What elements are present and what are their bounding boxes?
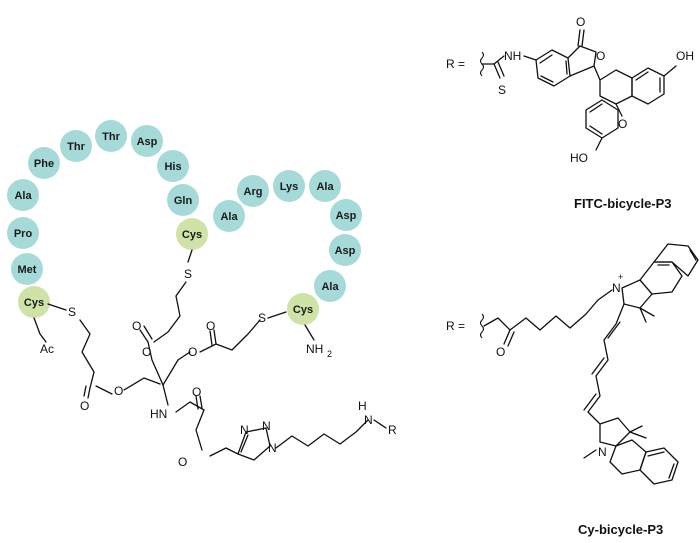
hydroxyl-label: OH <box>676 49 694 63</box>
residue-circle <box>176 218 208 250</box>
r-equals-label: R = <box>446 319 465 333</box>
residue-label: Asp <box>336 210 357 222</box>
residue-ala: Ala <box>7 179 39 211</box>
nitrogen-atom: N <box>268 441 277 455</box>
oxygen-atom: O <box>618 117 627 131</box>
residue-label: Pro <box>14 228 33 240</box>
acetyl-label: Ac <box>40 342 54 356</box>
oxygen-atom: O <box>114 384 123 398</box>
oxygen-atom: O <box>142 345 151 359</box>
residue-lys: Lys <box>273 170 305 202</box>
residue-circle <box>60 130 92 162</box>
r-equals-label: R = <box>446 57 465 71</box>
residue-circle <box>167 184 199 216</box>
fitc-caption: FITC-bicycle-P3 <box>574 196 672 211</box>
residue-label: Phe <box>34 158 54 170</box>
residue-label: Cys <box>24 297 44 309</box>
residue-cys-left: Cys <box>18 286 50 318</box>
residue-label: Thr <box>67 141 85 153</box>
residue-circle <box>314 270 346 302</box>
oxygen-atom: O <box>178 455 187 469</box>
nitrogen-atom: N <box>240 423 249 437</box>
nitrogen-atom: N <box>262 419 271 433</box>
sulfur-atom: S <box>184 267 192 281</box>
residue-asp: Asp <box>131 125 163 157</box>
nitrogen-atom: N <box>598 445 607 459</box>
residue-ala: Ala <box>309 170 341 202</box>
residue-label: Ala <box>220 211 238 223</box>
residue-thr: Thr <box>95 120 127 152</box>
oxygen-atom: O <box>192 385 201 399</box>
residue-label: Thr <box>102 131 120 143</box>
hydroxyl-label: HO <box>570 151 588 165</box>
residue-label: Asp <box>335 245 356 257</box>
residue-circle <box>309 170 341 202</box>
residue-label: Met <box>18 264 37 276</box>
residue-circle <box>95 120 127 152</box>
residue-circle <box>11 253 43 285</box>
residue-circle <box>7 217 39 249</box>
residue-phe: Phe <box>28 147 60 179</box>
residue-his: His <box>157 150 189 182</box>
scaffold-bonds <box>33 249 387 461</box>
oxygen-atom: O <box>206 319 215 333</box>
residue-ala: Ala <box>213 200 245 232</box>
residue-thr: Thr <box>60 130 92 162</box>
residue-label: Gln <box>174 195 193 207</box>
peptide-residues: Met Pro Ala Phe Thr Thr Asp His Gln Cys … <box>7 120 362 325</box>
hydrogen-atom: H <box>358 399 367 413</box>
residue-circle <box>28 147 60 179</box>
residue-circle <box>18 286 50 318</box>
residue-label: Lys <box>280 181 299 193</box>
positive-charge: + <box>618 272 623 282</box>
residue-circle <box>7 179 39 211</box>
residue-cys-right: Cys <box>287 293 319 325</box>
residue-gln: Gln <box>167 184 199 216</box>
oxygen-atom: O <box>188 345 197 359</box>
residue-circle <box>237 175 269 207</box>
sulfur-atom: S <box>68 305 76 319</box>
residue-pro: Pro <box>7 217 39 249</box>
residue-label: Ala <box>316 181 334 193</box>
residue-label: Cys <box>182 229 202 241</box>
residue-circle <box>157 150 189 182</box>
residue-asp: Asp <box>329 234 361 266</box>
residue-label: Asp <box>137 136 158 148</box>
hn-label: HN <box>150 407 167 421</box>
residue-circle <box>273 170 305 202</box>
fitc-structure: R = S NH O O OH O HO <box>446 15 694 211</box>
nh-label: NH <box>504 49 521 63</box>
residue-label: His <box>164 161 181 173</box>
residue-circle <box>330 199 362 231</box>
r-group-label: R <box>388 423 397 437</box>
residue-circle <box>131 125 163 157</box>
nitrogen-plus: N <box>612 281 621 295</box>
residue-label: Ala <box>321 281 339 293</box>
residue-arg: Arg <box>237 175 269 207</box>
residue-cys-mid: Cys <box>176 218 208 250</box>
residue-label: Ala <box>14 190 32 202</box>
residue-ala: Ala <box>314 270 346 302</box>
oxygen-atom: O <box>496 345 505 359</box>
residue-circle <box>287 293 319 325</box>
sulfur-atom: S <box>498 83 506 97</box>
sulfur-atom: S <box>258 311 266 325</box>
oxygen-atom: O <box>132 319 141 333</box>
residue-circle <box>213 200 245 232</box>
oxygen-atom: O <box>576 15 585 29</box>
scaffold-atoms: S Ac O O S O O O O S NH 2 HN O O N N N H… <box>40 267 397 469</box>
residue-circle <box>329 234 361 266</box>
amine-subscript: 2 <box>327 349 332 359</box>
residue-label: Arg <box>244 186 263 198</box>
oxygen-atom: O <box>596 49 605 63</box>
residue-asp: Asp <box>330 199 362 231</box>
residue-label: Cys <box>293 304 313 316</box>
cy-caption: Cy-bicycle-P3 <box>578 522 663 537</box>
oxygen-atom: O <box>80 399 89 413</box>
residue-met: Met <box>11 253 43 285</box>
amine-label: NH <box>306 342 323 356</box>
nitrogen-atom: N <box>364 413 373 427</box>
cy-structure: R = O N + N Cy-bicycle-P3 <box>446 243 699 537</box>
